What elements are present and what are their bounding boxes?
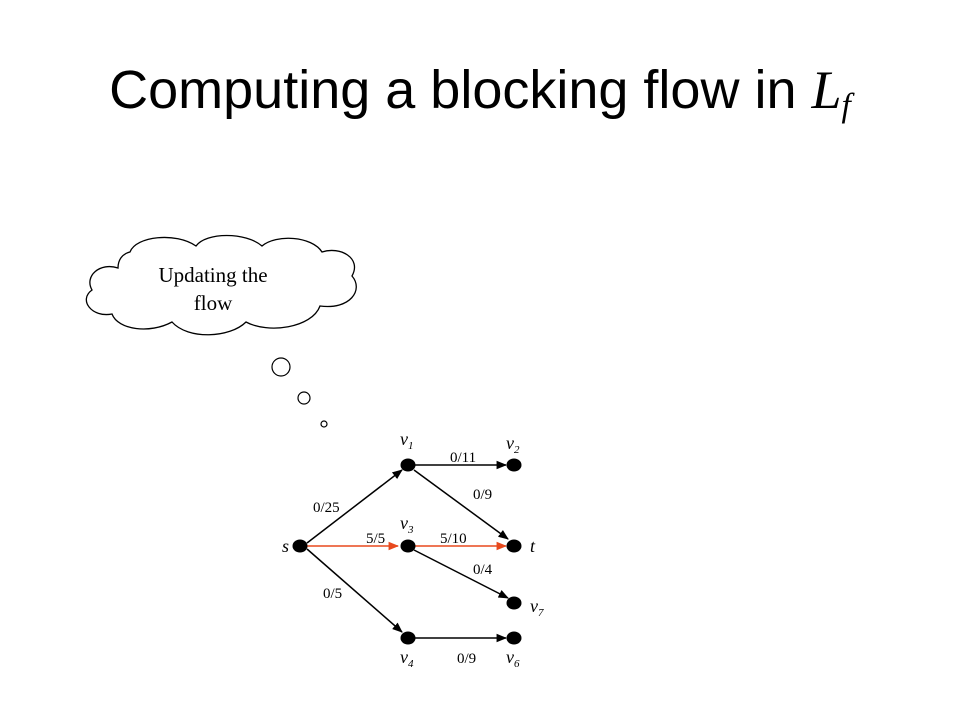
node-v3 xyxy=(400,539,416,553)
node-label-t: t xyxy=(530,536,536,556)
node-labels: s t v1 v2 v3 v7 v4 v6 xyxy=(282,429,544,670)
edge-label-s-v1: 0/25 xyxy=(313,500,340,516)
bubble-text-line1: Updating the xyxy=(158,263,267,287)
edge-labels: 0/25 5/5 0/5 0/11 0/9 5/10 0/4 0/9 xyxy=(313,450,493,667)
title-text: Computing a blocking flow in xyxy=(109,60,812,120)
bubble-text-line2: flow xyxy=(194,291,233,315)
cloud-shape xyxy=(85,234,357,336)
node-s xyxy=(292,539,308,553)
node-label-v6: v6 xyxy=(506,647,520,670)
node-label-v7: v7 xyxy=(530,596,544,619)
node-t xyxy=(506,539,522,553)
slide-title: Computing a blocking flow in Lf xyxy=(0,58,960,127)
edge-label-v1-t: 0/9 xyxy=(473,487,492,503)
thought-dot-large xyxy=(271,357,291,377)
node-label-v1: v1 xyxy=(400,429,414,452)
edge-s-v1 xyxy=(306,469,403,544)
title-math-var: Lf xyxy=(811,60,851,125)
node-v7 xyxy=(506,596,522,610)
thought-dot-medium xyxy=(297,391,311,405)
edges xyxy=(306,460,509,643)
node-label-v4: v4 xyxy=(400,647,414,670)
edge-label-v4-v6: 0/9 xyxy=(457,651,476,667)
edge-label-v1-v2: 0/11 xyxy=(450,450,476,466)
edge-s-v4 xyxy=(306,548,403,633)
edge-label-v3-t: 5/10 xyxy=(440,531,467,547)
node-v6 xyxy=(506,631,522,645)
node-label-s: s xyxy=(282,536,289,556)
node-label-v3: v3 xyxy=(400,513,414,536)
edge-v1-t xyxy=(413,469,509,540)
edge-label-v3-v7: 0/4 xyxy=(473,562,493,578)
nodes xyxy=(292,458,522,645)
edge-label-s-v4: 0/5 xyxy=(323,586,342,602)
node-v1 xyxy=(400,458,416,472)
thought-dot-small xyxy=(320,420,328,428)
edge-label-s-v3: 5/5 xyxy=(366,531,385,547)
node-label-v2: v2 xyxy=(506,433,520,456)
node-v4 xyxy=(400,631,416,645)
thought-bubble: Updating the flow xyxy=(85,234,357,428)
edge-v3-v7 xyxy=(413,549,509,599)
node-v2 xyxy=(506,458,522,472)
